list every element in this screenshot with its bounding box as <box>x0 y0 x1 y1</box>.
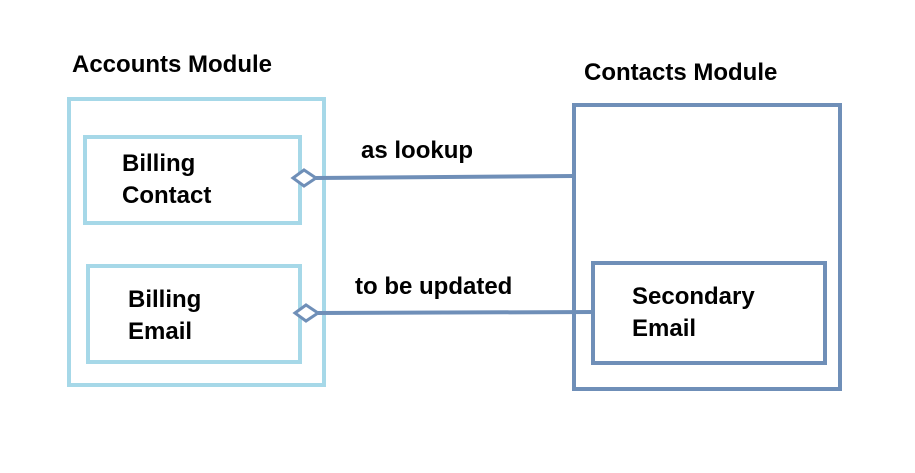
contacts-module-title: Contacts Module <box>584 59 778 86</box>
accounts-module-title: Accounts Module <box>72 51 273 78</box>
update-connector <box>292 303 596 323</box>
lookup-relation-label: as lookup <box>361 137 474 164</box>
billing-contact-label: Billing Contact <box>122 150 212 209</box>
update-relation-label: to be updated <box>355 273 513 300</box>
lookup-connector-line <box>315 174 575 180</box>
lookup-connector <box>290 168 575 188</box>
update-connector-line <box>317 310 596 315</box>
billing-email-label: Billing Email <box>128 286 202 345</box>
secondary-email-label: Secondary Email <box>632 283 755 342</box>
accounts-module-box <box>67 97 326 387</box>
contacts-module-box <box>572 103 842 391</box>
lookup-diamond-icon <box>290 168 319 188</box>
update-diamond-icon <box>292 303 321 323</box>
